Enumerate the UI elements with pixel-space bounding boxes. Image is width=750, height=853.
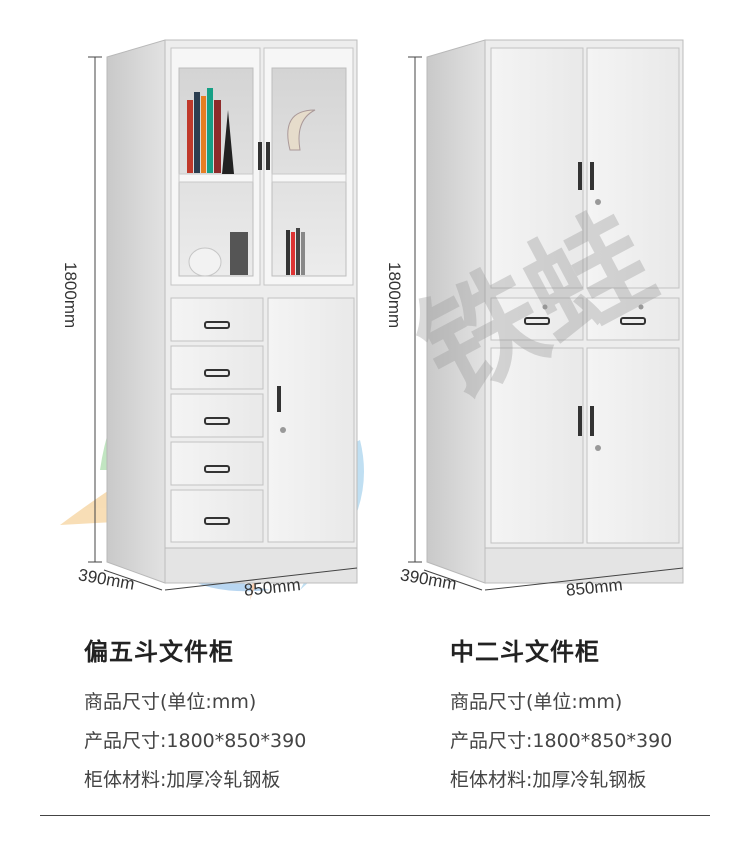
bottom-divider [40, 815, 710, 816]
right-product-info: 中二斗文件柜 商品尺寸(单位:mm) 产品尺寸:1800*850*390 柜体材… [450, 632, 750, 804]
product-size: 产品尺寸:1800*850*390 [450, 730, 673, 752]
cabinets-drawing [60, 39, 684, 600]
product-illustration: 铁蛙 1800mm 390mm 850mm 1800mm 390mm 850mm [60, 39, 684, 600]
product-size-unit: 商品尺寸(单位:mm) [450, 691, 623, 713]
left-height-label: 1800mm [61, 262, 80, 329]
product-title: 偏五斗文件柜 [84, 638, 234, 666]
product-title: 中二斗文件柜 [450, 638, 600, 666]
product-size-unit: 商品尺寸(单位:mm) [84, 691, 257, 713]
right-height-label: 1800mm [385, 262, 404, 329]
product-material: 柜体材料:加厚冷轧钢板 [450, 769, 647, 791]
product-material: 柜体材料:加厚冷轧钢板 [84, 769, 281, 791]
left-product-info: 偏五斗文件柜 商品尺寸(单位:mm) 产品尺寸:1800*850*390 柜体材… [84, 632, 414, 804]
right-cabinet [426, 39, 684, 584]
product-size: 产品尺寸:1800*850*390 [84, 730, 307, 752]
left-cabinet [106, 39, 358, 584]
dimension-lines [88, 56, 684, 591]
